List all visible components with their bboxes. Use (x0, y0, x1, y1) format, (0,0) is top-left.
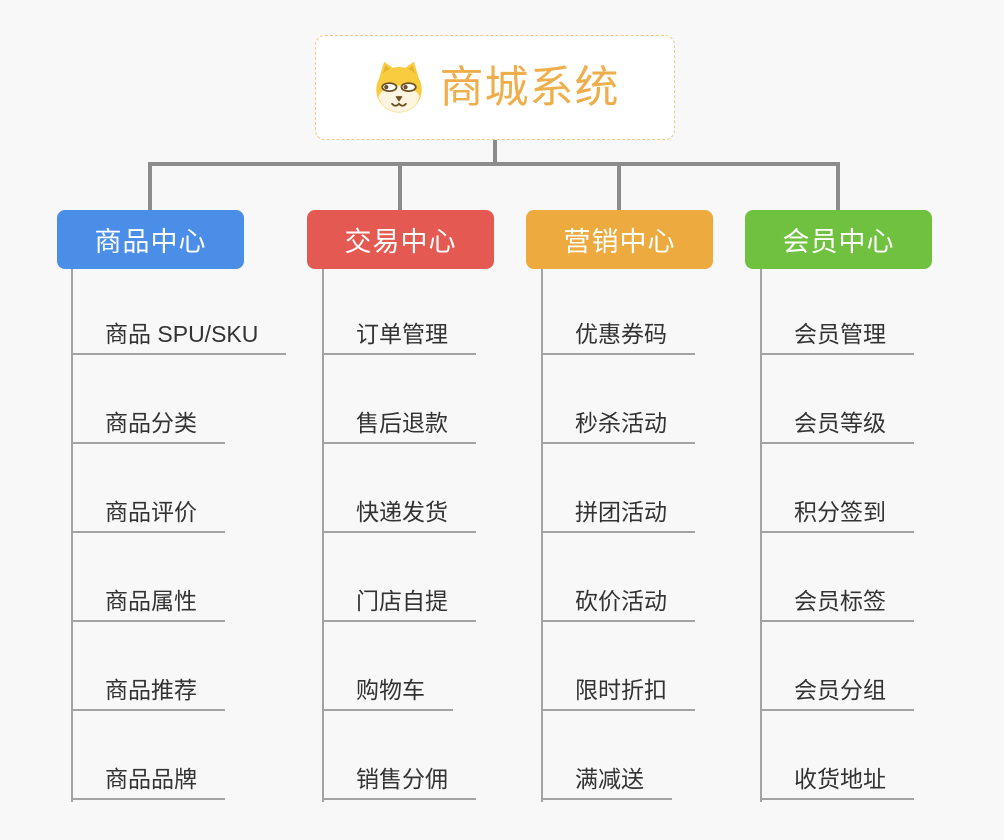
leaf-node[interactable]: 会员管理 (760, 319, 914, 355)
connector-bus (148, 162, 840, 166)
root-node-title: 商城系统 (439, 62, 620, 112)
leaf-node[interactable]: 限时折扣 (541, 675, 695, 711)
branch-trunk-line (541, 269, 543, 802)
dog-face-icon (375, 61, 422, 112)
leaf-node[interactable]: 商品分类 (71, 408, 225, 444)
leaf-node[interactable]: 订单管理 (322, 319, 476, 355)
leaf-node[interactable]: 商品 SPU/SKU (71, 319, 287, 355)
leaf-node[interactable]: 商品评价 (71, 497, 225, 533)
leaf-node[interactable]: 售后退款 (322, 408, 476, 444)
leaf-node[interactable]: 门店自提 (322, 586, 476, 622)
branch-node-product-center[interactable]: 商品中心 (57, 210, 244, 269)
branch-trunk-line (322, 269, 324, 802)
leaf-node[interactable]: 砍价活动 (541, 586, 695, 622)
leaf-node[interactable]: 积分签到 (760, 497, 914, 533)
leaf-node[interactable]: 商品推荐 (71, 675, 225, 711)
leaf-node[interactable]: 秒杀活动 (541, 408, 695, 444)
branch-node-marketing-center[interactable]: 营销中心 (526, 210, 713, 269)
leaf-node[interactable]: 会员等级 (760, 408, 914, 444)
branch-node-member-center[interactable]: 会员中心 (745, 210, 932, 269)
branch-node-trade-center[interactable]: 交易中心 (307, 210, 494, 269)
root-node[interactable]: 商城系统 (315, 35, 675, 140)
connector-root-stem (493, 140, 497, 166)
branch-trunk-line (760, 269, 762, 802)
connector-drop-product (148, 162, 152, 210)
branch-trunk-line (71, 269, 73, 802)
leaf-node[interactable]: 会员标签 (760, 586, 914, 622)
leaf-node[interactable]: 会员分组 (760, 675, 914, 711)
leaf-node[interactable]: 拼团活动 (541, 497, 695, 533)
leaf-node[interactable]: 快递发货 (322, 497, 476, 533)
leaf-node[interactable]: 商品属性 (71, 586, 225, 622)
leaf-node[interactable]: 满减送 (541, 764, 672, 800)
leaf-node[interactable]: 商品品牌 (71, 764, 225, 800)
connector-drop-trade (398, 162, 402, 210)
connector-drop-member (836, 162, 840, 210)
leaf-node[interactable]: 购物车 (322, 675, 453, 711)
connector-drop-marketing (617, 162, 621, 210)
leaf-node[interactable]: 销售分佣 (322, 764, 476, 800)
leaf-node[interactable]: 收货地址 (760, 764, 914, 800)
leaf-node[interactable]: 优惠券码 (541, 319, 695, 355)
